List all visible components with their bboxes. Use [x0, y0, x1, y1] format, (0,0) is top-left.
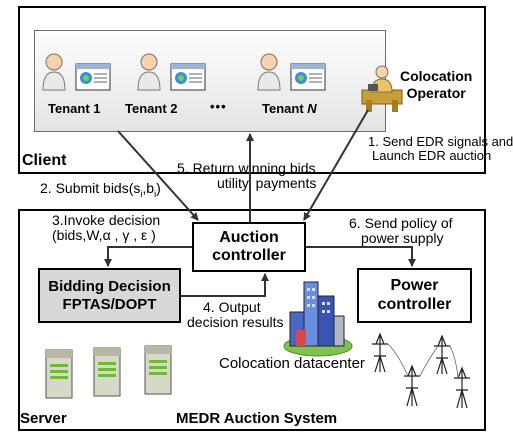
server-label: Server	[20, 410, 67, 427]
tenant-n-label: Tenant N	[262, 101, 317, 116]
step-1-arrow	[303, 109, 369, 221]
tenant-1-icon	[42, 53, 111, 91]
auction-controller-box: Auction controller	[192, 222, 306, 272]
tenant-2-label: Tenant 2	[125, 101, 178, 116]
server-icons	[45, 345, 172, 399]
step-6-arrow	[306, 246, 416, 267]
server-icon	[93, 347, 121, 397]
step-5-label: 5. Return winning bids utility, payments	[177, 160, 317, 192]
power-controller-box: Power controller	[357, 268, 472, 323]
server-icon	[144, 345, 172, 395]
tenant-2-icon	[137, 53, 206, 91]
step-6-label: 6. Send policy of power supply	[349, 215, 453, 247]
server-icon	[45, 349, 73, 399]
step-4-arrow	[181, 273, 269, 297]
step-2-arrow	[117, 130, 199, 221]
step-1-label: 1. Send EDR signals and Launch EDR aucti…	[368, 134, 513, 164]
operator-label: Colocation Operator	[400, 68, 473, 101]
datacenter-label: Colocation datacenter	[219, 355, 365, 372]
tenant-n-icon	[257, 53, 326, 91]
connector-arrows	[104, 109, 416, 297]
bidding-decision-box: Bidding Decision FPTAS/DOPT	[38, 268, 181, 323]
step-4-label: 4. Output decision results	[187, 299, 284, 331]
client-label: Client	[22, 152, 67, 169]
step-2-label: 2. Submit bids(si,bi)	[40, 180, 161, 199]
datacenter-icon	[283, 281, 353, 357]
step-3-label: 3.Invoke decision (bids,W,α , γ , ε )	[52, 212, 161, 244]
operator-icon	[361, 65, 403, 112]
tenant-1-label: Tenant 1	[48, 101, 101, 116]
ellipsis: •••	[210, 99, 227, 114]
power-tower-icons	[372, 332, 470, 409]
system-label: MEDR Auction System	[176, 410, 338, 427]
step-3-arrow	[104, 246, 192, 267]
